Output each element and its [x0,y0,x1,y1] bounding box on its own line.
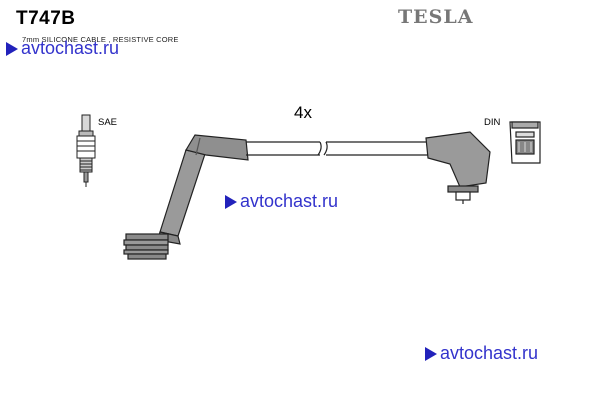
arrow-icon [225,194,237,209]
watermark-text: avtochast.ru [21,38,120,58]
brand-logo: TESLA [398,6,474,28]
arrow-icon [6,41,18,56]
sae-connector-label: SAE [98,117,118,128]
watermark-text: avtochast.ru [240,191,339,211]
arrow-icon [425,346,437,361]
din-terminal-icon [509,121,541,164]
left-boot [123,134,249,260]
watermark-bottom-right: avtochast.ru [425,343,538,364]
spark-plug-icon [76,114,96,187]
quantity-label: 4x [294,103,312,122]
cable-description: 7mm SILICONE CABLE , RESISTIVE CORE [22,35,179,44]
watermark-text: avtochast.ru [440,343,539,363]
watermark-top-left: avtochast.ru [6,38,119,59]
right-boot [425,131,491,204]
watermark-center: avtochast.ru [225,191,338,212]
cable [246,141,428,156]
din-connector-label: DIN [484,117,501,128]
part-number: T747B [16,8,76,29]
